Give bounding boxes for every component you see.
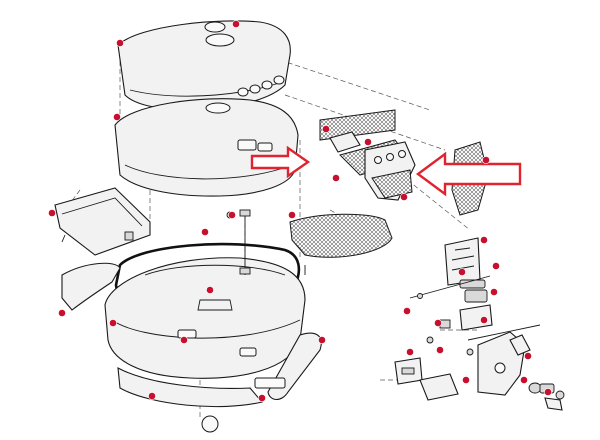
reflector-holes (374, 150, 406, 164)
part-number-markers (48, 20, 552, 402)
rail-left (61, 262, 121, 311)
part-marker-rail-left (58, 309, 66, 317)
part-marker-lower-trim-b (258, 394, 266, 402)
part-marker-lock-a (524, 352, 532, 360)
reflector-group (319, 109, 489, 216)
arrow-left (250, 145, 311, 179)
part-marker-bracket-c (458, 268, 466, 276)
part-marker-reflector-a (322, 125, 330, 133)
part-marker-bracket-b (492, 262, 500, 270)
clip-parts (394, 357, 459, 401)
lid-vent-buttons (237, 75, 285, 97)
part-marker-bracket-a (480, 236, 488, 244)
part-marker-base-b (180, 336, 188, 344)
part-marker-bolt (228, 211, 236, 219)
mounting-bracket (409, 237, 541, 396)
part-marker-lower-trim (148, 392, 156, 400)
part-marker-bracket-d (490, 288, 498, 296)
part-marker-bottom (403, 307, 411, 315)
lid-badge (204, 21, 226, 33)
part-marker-bracket-g (436, 346, 444, 354)
part-marker-bracket-e (434, 319, 442, 327)
inner-tray (54, 187, 151, 256)
lock-cylinder (528, 382, 565, 411)
part-marker-tray (48, 209, 56, 217)
part-marker-base-a (109, 319, 117, 327)
part-marker-reflector-b (332, 174, 340, 182)
lid-cover (117, 20, 291, 111)
bracket-plate (444, 237, 481, 286)
reflector-strip (319, 109, 396, 141)
lower-trim-plate (254, 377, 286, 389)
part-marker-gasket (201, 228, 209, 236)
part-marker-rail-right (318, 336, 326, 344)
part-marker-lid-top (116, 39, 124, 47)
side-mesh-panel (289, 213, 393, 258)
bottom-cap (201, 415, 219, 433)
part-marker-base-inner (206, 286, 214, 294)
upper-shell (114, 98, 299, 197)
part-marker-lock-b (520, 376, 528, 384)
part-marker-lid-badge (232, 20, 240, 28)
part-marker-reflector-c (400, 193, 408, 201)
part-marker-clip-a (406, 348, 414, 356)
part-marker-upper-shell (113, 113, 121, 121)
part-marker-side-mesh (288, 211, 296, 219)
part-marker-lock-c (544, 388, 552, 396)
part-marker-bracket-f (480, 316, 488, 324)
part-marker-reflector-d (364, 138, 372, 146)
base-shell (104, 257, 306, 379)
part-marker-clip-b (462, 376, 470, 384)
lock-key (544, 397, 563, 411)
part-marker-reflector-e (482, 156, 490, 164)
lid-emblem (205, 33, 235, 47)
arrow-right (415, 151, 522, 197)
